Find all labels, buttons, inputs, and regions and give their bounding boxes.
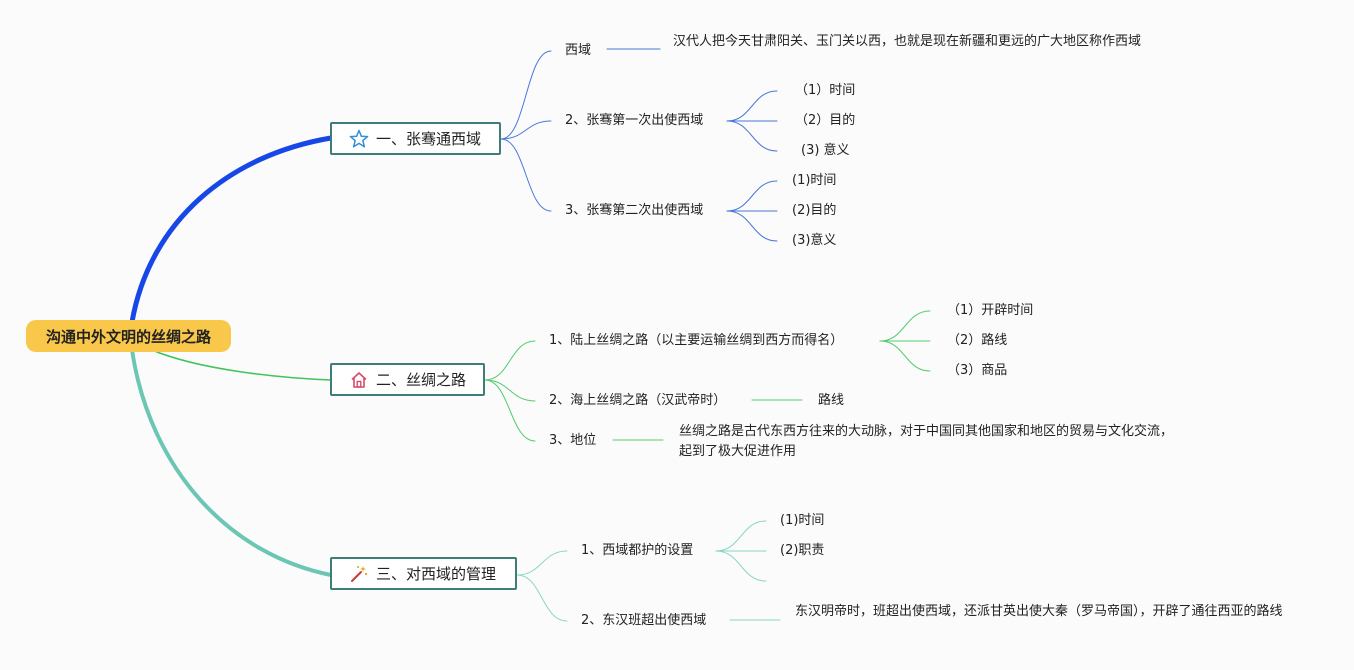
topic-label: 二、丝绸之路: [376, 371, 467, 389]
subtopic-second-mission[interactable]: 3、张骞第二次出使西域: [565, 203, 704, 218]
subtopic-sea-route[interactable]: 2、海上丝绸之路（汉武帝时）: [549, 393, 727, 408]
branch-connector: [516, 550, 568, 576]
leaf-connector: [715, 520, 767, 552]
main-branch-line: [151, 349, 332, 381]
home-icon: [348, 369, 370, 391]
leaf-duties[interactable]: (2)职责: [780, 543, 825, 558]
detail-sea-route: 路线: [818, 393, 845, 408]
leaf-time[interactable]: (1)时间: [780, 513, 825, 528]
topic-western-regions-admin[interactable]: 三、对西域的管理: [330, 557, 517, 590]
branch-connector: [500, 50, 552, 140]
leaf-connector: [879, 310, 931, 342]
leaf-time[interactable]: （1）时间: [795, 83, 856, 98]
subtopic-xiyu[interactable]: 西域: [565, 43, 592, 58]
subtopic-protectorate[interactable]: 1、西域都护的设置: [581, 543, 694, 558]
leaf-connector: [715, 550, 767, 582]
leaf-time[interactable]: (1)时间: [792, 173, 837, 188]
subtopic-status[interactable]: 3、地位: [549, 433, 597, 448]
detail-status: 丝绸之路是古代东西方往来的大动脉，对于中国同其他国家和地区的贸易与文化交流，起到…: [679, 424, 1174, 459]
leaf-meaning[interactable]: (3)意义: [792, 233, 837, 248]
leaf-connector: [879, 340, 931, 372]
topic-silk-road[interactable]: 二、丝绸之路: [330, 363, 485, 396]
topic-zhangqian[interactable]: 一、张骞通西域: [330, 122, 501, 155]
leaf-connector: [726, 180, 778, 212]
branch-connector: [500, 120, 552, 140]
topic-label: 三、对西域的管理: [376, 565, 497, 583]
leaf-opening-time[interactable]: （1）开辟时间: [947, 303, 1034, 318]
topic-label: 一、张骞通西域: [376, 130, 482, 148]
star-icon: [348, 128, 370, 150]
subtopic-first-mission[interactable]: 2、张骞第一次出使西域: [565, 113, 704, 128]
leaf-goods[interactable]: （3）商品: [947, 363, 1008, 378]
leaf-connector: [726, 210, 778, 242]
branch-connector: [484, 379, 536, 442]
leaf-connector: [726, 90, 778, 122]
subtopic-land-route[interactable]: 1、陆上丝绸之路（以主要运输丝绸到西方而得名）: [549, 333, 844, 348]
leaf-purpose[interactable]: （2）目的: [795, 113, 856, 128]
root-topic-label: 沟通中外文明的丝绸之路: [45, 327, 211, 346]
leaf-connector: [726, 120, 778, 152]
branch-connector: [516, 574, 568, 622]
branch-connector: [500, 138, 552, 212]
branch-connector: [484, 340, 536, 381]
root-topic[interactable]: 沟通中外文明的丝绸之路: [26, 320, 231, 352]
leaf-route[interactable]: （2）路线: [947, 333, 1008, 348]
detail-xiyu: 汉代人把今天甘肃阳关、玉门关以西，也就是现在新疆和更远的广大地区称作西域: [673, 34, 1142, 49]
branch-connector: [484, 379, 536, 402]
detail-ban-chao: 东汉明帝时，班超出使西域，还派甘英出使大秦（罗马帝国），开辟了通往西亚的路线: [795, 604, 1283, 619]
subtopic-ban-chao[interactable]: 2、东汉班超出使西域: [581, 613, 707, 628]
magic-wand-icon: [348, 563, 370, 585]
main-branch-line: [129, 135, 334, 325]
leaf-meaning[interactable]: (3) 意义: [801, 143, 850, 158]
leaf-purpose[interactable]: (2)目的: [792, 203, 837, 218]
main-branch-line: [130, 348, 333, 577]
